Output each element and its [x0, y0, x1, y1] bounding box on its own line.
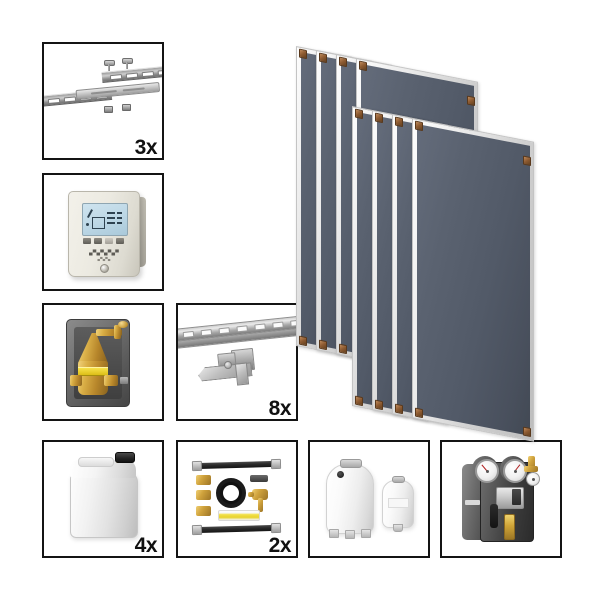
nut-left — [104, 106, 113, 113]
separator-port-cap — [120, 377, 128, 384]
splice-connector-plate — [75, 81, 161, 100]
component-box-mounting-rail-splice: 3x — [42, 42, 164, 160]
component-box-roof-hook: 8x — [176, 303, 298, 421]
component-box-air-separator — [42, 303, 164, 421]
controller-housing: ▄▀▄▀▄▀▄▀ ▄▀▄▀▄ — [68, 191, 140, 277]
brass-valve-stem — [258, 498, 263, 512]
expansion-vessel-large-port — [337, 471, 344, 478]
controller-lcd-display — [82, 203, 128, 236]
expansion-vessel-small-flange — [392, 476, 405, 483]
circulation-pump-terminal — [512, 489, 521, 505]
solar-collector-array — [290, 38, 590, 442]
expansion-vessel-large-foot-right — [361, 529, 371, 538]
sensor-cable-coil-inner — [220, 482, 242, 504]
expansion-vessels-illustration — [310, 442, 428, 556]
quantity-label-connection-set: 2x — [268, 534, 292, 557]
component-box-expansion-vessels — [308, 440, 430, 558]
controller-button-3[interactable] — [105, 238, 113, 244]
sensor-cable-coil — [216, 478, 246, 508]
collector-panel-front-4 — [412, 118, 534, 442]
hex-bolt-left — [104, 60, 115, 72]
flex-hose-top-end-left — [191, 460, 203, 472]
pump-station-illustration — [442, 442, 560, 556]
roof-hook-adjust-bolt — [224, 361, 232, 369]
fluid-canister-handle — [78, 457, 114, 467]
separator-port-right — [104, 375, 118, 386]
pressure-gauge-small — [526, 472, 540, 486]
controller-brand-text: ▄▀▄▀▄▀▄▀ — [89, 250, 119, 256]
heat-transfer-fluid-illustration — [44, 442, 162, 556]
controller-side-panel — [136, 197, 146, 267]
gauge-left — [475, 459, 499, 483]
component-box-solar-controller: ▄▀▄▀▄▀▄▀ ▄▀▄▀▄ — [42, 173, 164, 291]
expansion-vessel-large — [326, 464, 374, 534]
expansion-vessel-large-foot-mid — [345, 530, 355, 539]
component-box-pump-station — [440, 440, 562, 558]
roof-hook-illustration — [178, 305, 296, 419]
flow-meter — [504, 514, 515, 540]
pump-station-brand-plate — [465, 500, 480, 505]
separator-valve-knob — [118, 321, 128, 328]
brass-valve-body — [252, 489, 268, 500]
brass-union-2 — [196, 490, 211, 500]
flex-hose-top — [195, 460, 275, 470]
quantity-label-roof-hook: 8x — [268, 397, 292, 420]
controller-model-text: ▄▀▄▀▄ — [97, 257, 111, 261]
nut-right — [122, 104, 131, 111]
expansion-vessel-large-foot-left — [329, 529, 339, 538]
mounting-rail-splice-illustration — [44, 44, 162, 158]
component-box-connection-set: 2x — [176, 440, 298, 558]
separator-outlet-pipe — [96, 329, 122, 336]
flex-hose-bottom — [195, 524, 275, 534]
separator-port-left — [70, 375, 82, 386]
quantity-label-mounting-rail-splice: 3x — [134, 136, 158, 159]
component-box-heat-transfer-fluid: 4x — [42, 440, 164, 558]
air-separator-illustration — [44, 305, 162, 419]
brass-union-1 — [196, 475, 211, 485]
controller-status-led — [100, 264, 109, 273]
pump-station-pipe — [490, 504, 498, 528]
flex-hose-top-end-right — [270, 458, 282, 470]
safety-valve-branch — [524, 466, 538, 472]
expansion-vessel-large-flange — [340, 459, 362, 468]
hex-bolt-right — [122, 58, 133, 70]
expansion-vessel-small-label — [388, 498, 409, 508]
brass-union-3 — [196, 506, 211, 516]
separator-body — [78, 361, 108, 395]
flex-hose-bottom-end-right — [270, 522, 282, 534]
safety-valve-body — [528, 456, 535, 472]
separator-valve-body — [114, 325, 121, 339]
controller-button-1[interactable] — [83, 238, 91, 244]
brass-valve-port — [248, 492, 254, 497]
controller-button-4[interactable] — [116, 238, 124, 244]
fluid-canister-cap — [115, 452, 135, 463]
fluid-canister-body — [70, 472, 138, 538]
solar-controller-illustration: ▄▀▄▀▄▀▄▀ ▄▀▄▀▄ — [44, 175, 162, 289]
expansion-vessel-small-foot — [393, 524, 403, 532]
sealant-tube — [218, 510, 260, 521]
temperature-sensor — [250, 475, 268, 482]
roof-hook-leg — [234, 362, 250, 386]
flex-hose-bottom-end-left — [191, 524, 203, 536]
separator-label-band — [78, 367, 108, 376]
connection-set-illustration — [178, 442, 296, 556]
controller-button-2[interactable] — [94, 238, 102, 244]
quantity-label-heat-transfer-fluid: 4x — [134, 534, 158, 557]
